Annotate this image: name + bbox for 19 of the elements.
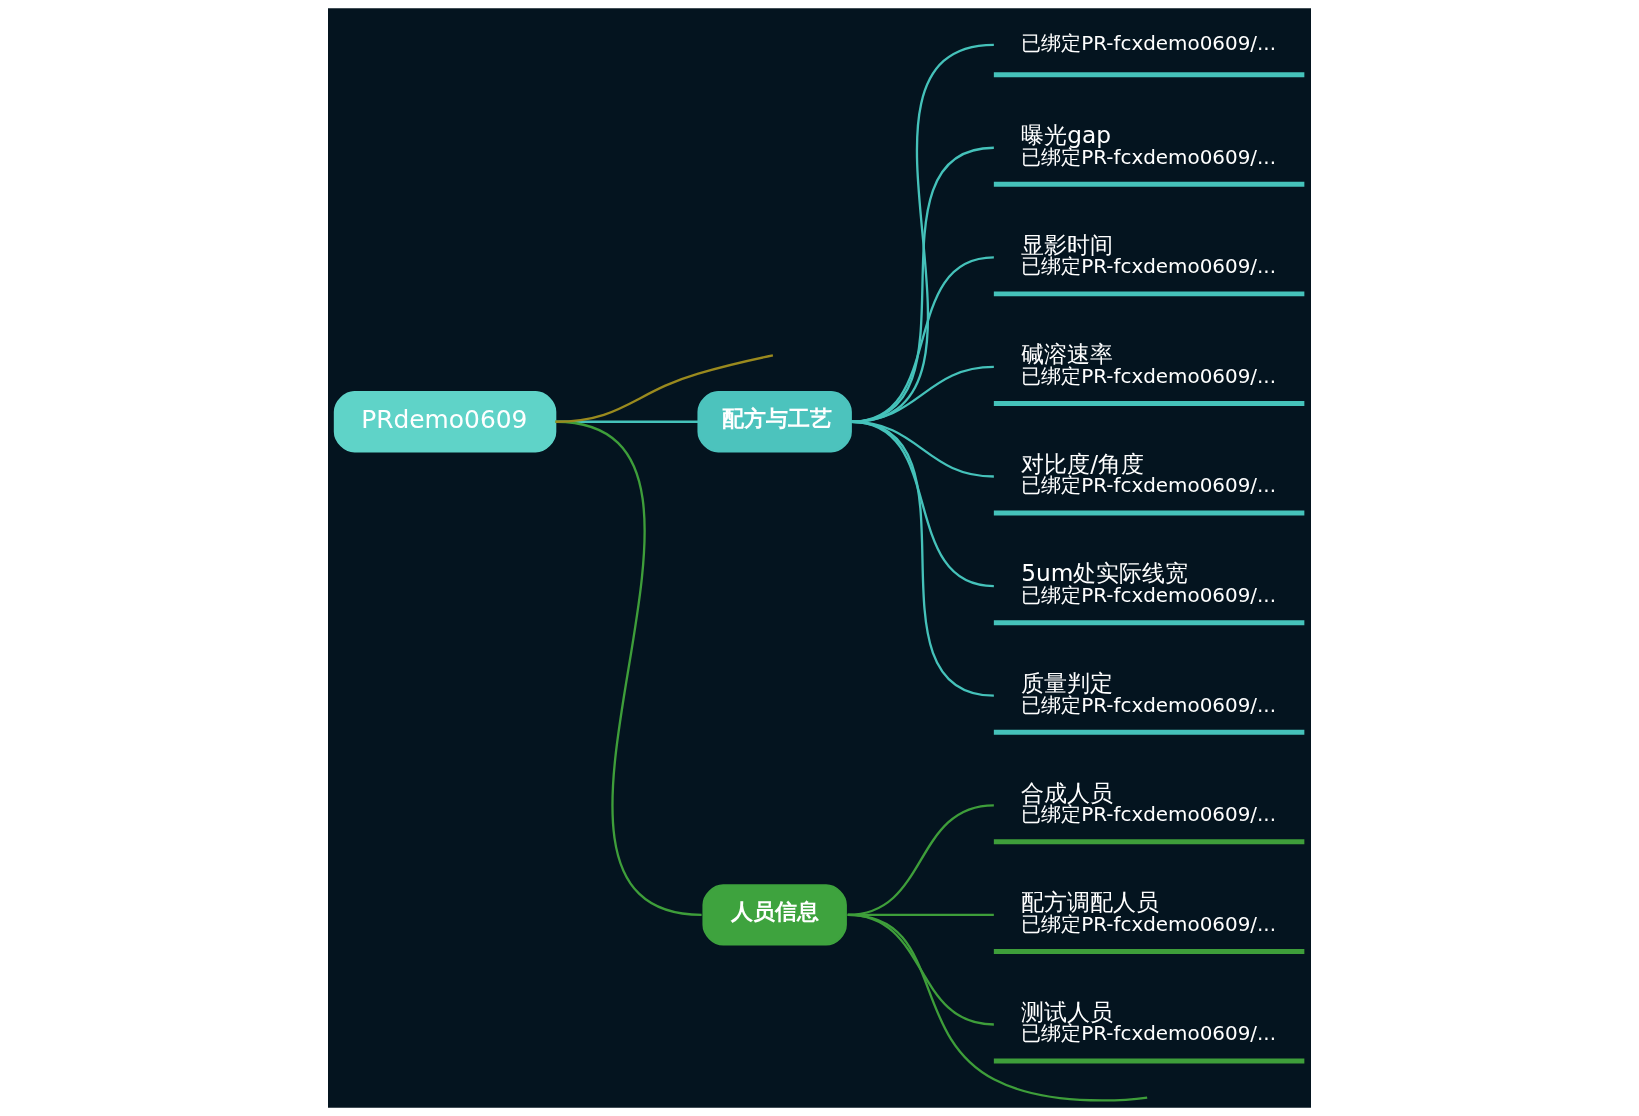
node-text: 质量判定 已绑定PR-fcxdemo0609/... xyxy=(1021,669,1276,717)
node-text: 碱溶速率 已绑定PR-fcxdemo0609/... xyxy=(1021,340,1276,388)
node-text: 测试人员 已绑定PR-fcxdemo0609/... xyxy=(1021,997,1276,1046)
node-text: 5um处实际线宽 已绑定PR-fcxdemo0609/... xyxy=(1021,559,1276,608)
connector xyxy=(850,365,994,423)
connector xyxy=(850,146,995,423)
node-text: 对比度/角度 已绑定PR-fcxdemo0609/... xyxy=(1021,449,1276,498)
node-box: 人员信息 xyxy=(702,884,847,946)
node-text: 已绑定PR-fcxdemo0609/... xyxy=(1021,31,1276,55)
node-text: 合成人员 已绑定PR-fcxdemo0609/... xyxy=(1021,778,1276,827)
node-box: 配方与工艺 xyxy=(697,391,852,453)
connector xyxy=(847,913,1148,1102)
connector xyxy=(850,256,995,423)
node-text: 曝光gap 已绑定PR-fcxdemo0609/... xyxy=(1021,121,1276,169)
node-text: 配方调配人员 已绑定PR-fcxdemo0609/... xyxy=(1021,888,1276,936)
node-box: PRdemo0609 xyxy=(333,391,557,453)
connector xyxy=(850,43,995,423)
node-text: 显影时间 已绑定PR-fcxdemo0609/... xyxy=(1021,230,1276,279)
connector xyxy=(850,420,995,697)
